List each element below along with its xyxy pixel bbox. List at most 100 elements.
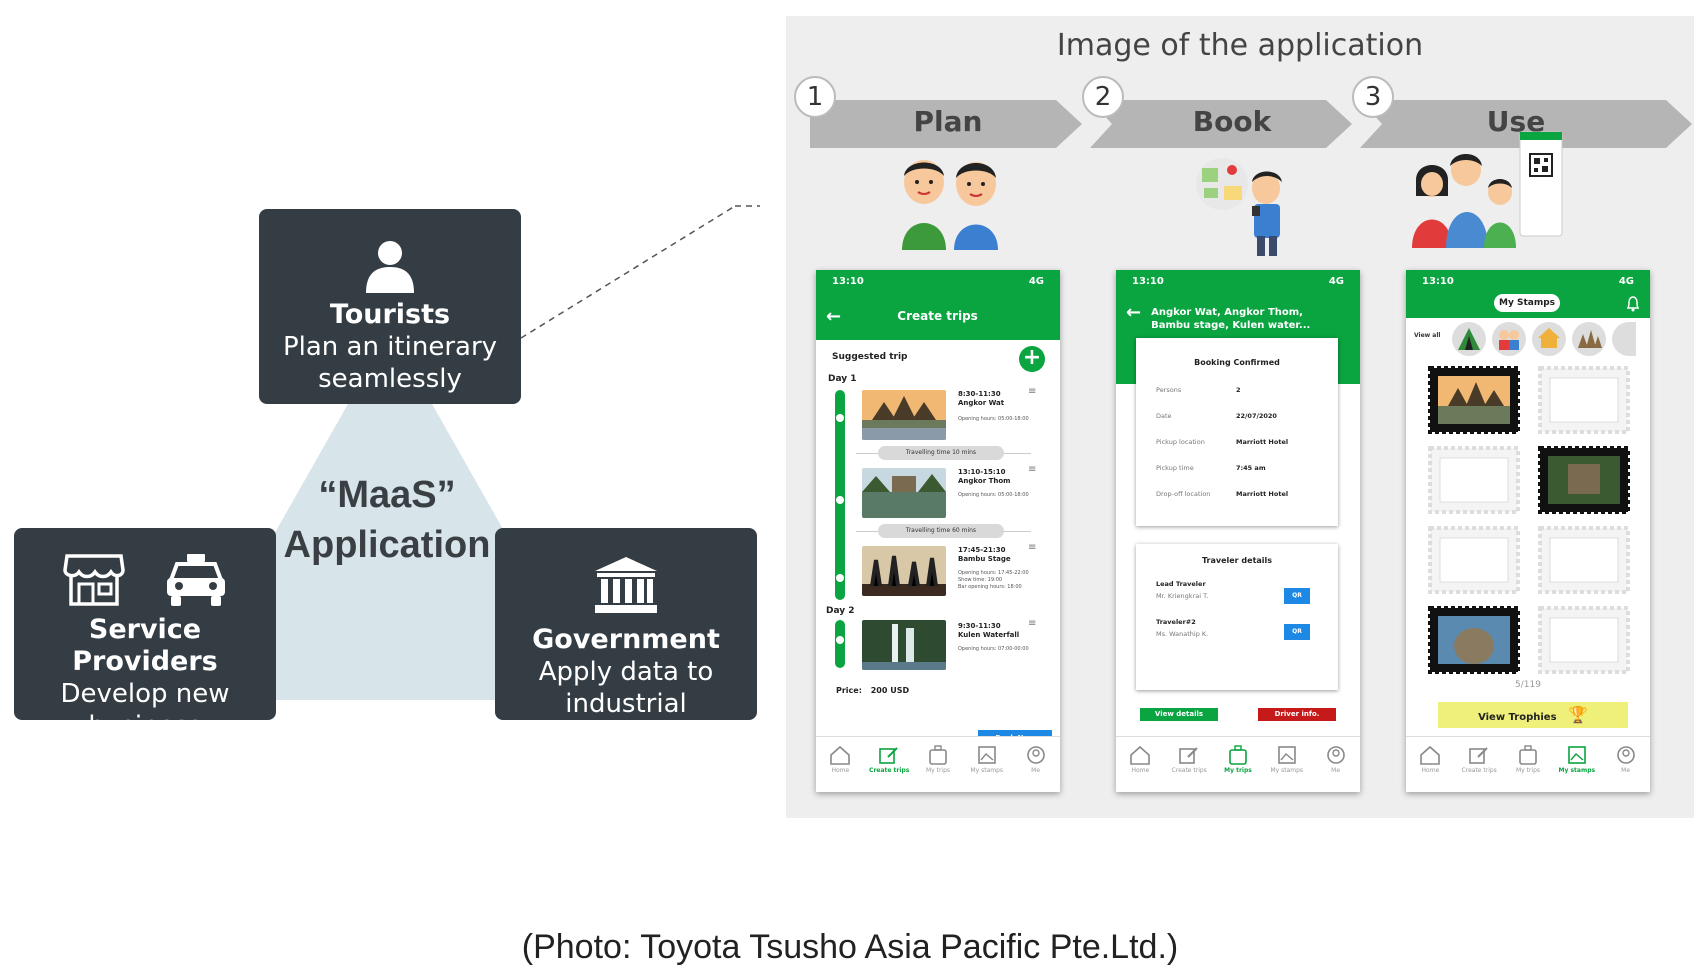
nav-home[interactable]: Home	[1408, 745, 1452, 774]
step-number-2: 2	[1082, 76, 1124, 118]
nav-label: My stamps	[1270, 767, 1304, 774]
nav-label: Me	[1621, 767, 1631, 774]
travel-time-pill: Travelling time 10 mins	[878, 446, 1004, 460]
trip-hours-line: Show time: 19:00	[958, 577, 1003, 583]
stamp-empty[interactable]	[1538, 606, 1630, 674]
family-illustration	[1412, 131, 1563, 248]
nav-my-trips[interactable]: My trips	[1216, 745, 1260, 774]
stamp-image-icon	[977, 746, 996, 764]
bottom-nav: Home Create trips My trips My stamps Me	[1406, 736, 1650, 792]
drag-handle-icon[interactable]: ≡	[1028, 618, 1037, 629]
category-ruins-icon[interactable]	[1572, 322, 1606, 356]
trip-hours-line: Bar opening hours: 18:00	[958, 584, 1022, 590]
stamp-empty[interactable]	[1428, 446, 1520, 514]
stamp-collected-angkor-wat[interactable]	[1428, 366, 1520, 434]
add-trip-button[interactable]: +	[1019, 346, 1045, 372]
status-bar: 13:10 4G	[1406, 270, 1650, 292]
status-signal: 4G	[1328, 275, 1344, 287]
view-details-button[interactable]: View details	[1140, 708, 1218, 721]
nav-home[interactable]: Home	[1118, 745, 1162, 774]
bottom-nav: Home Create trips My trips My stamps Me	[816, 736, 1060, 792]
trip-name: Angkor Wat	[958, 399, 1005, 407]
booking-key: Pickup time	[1156, 464, 1194, 472]
back-arrow-icon[interactable]: ←	[826, 305, 842, 327]
government-building-icon	[595, 557, 657, 613]
back-arrow-icon[interactable]: ←	[1126, 302, 1142, 323]
suitcase-icon	[1519, 745, 1537, 765]
qr-button[interactable]: QR	[1284, 588, 1310, 604]
header-title: Create trips	[897, 309, 978, 323]
panel-title: Image of the application	[1056, 28, 1424, 63]
booking-card: Booking Confirmed Persons 2 Date 22/07/2…	[1136, 338, 1338, 526]
category-tent-icon[interactable]	[1452, 322, 1486, 356]
stamp-image-icon	[1277, 746, 1296, 764]
nav-my-stamps[interactable]: My stamps	[1265, 745, 1309, 774]
stamp-image-icon	[1567, 746, 1586, 764]
nav-create-trips[interactable]: Create trips	[1167, 745, 1211, 774]
nav-label: Me	[1031, 767, 1041, 774]
nav-label: My trips	[1515, 767, 1541, 774]
nav-home[interactable]: Home	[818, 745, 862, 774]
qr-button[interactable]: QR	[1284, 624, 1310, 640]
trip-photo-angkor-thom	[862, 468, 946, 518]
nav-label: Home	[1131, 767, 1150, 774]
nav-label: My trips	[925, 767, 951, 774]
tourists-box: Tourists Plan an itinerary seamlessly	[259, 209, 521, 404]
timeline-dot	[836, 574, 844, 582]
category-people-icon[interactable]	[1492, 322, 1526, 356]
nav-me[interactable]: Me	[1314, 745, 1358, 774]
stamp-count: 5/119	[1515, 680, 1541, 690]
driver-info-button[interactable]: Driver info.	[1258, 708, 1336, 721]
nav-me[interactable]: Me	[1014, 745, 1058, 774]
trip-time: 8:30-11:30 Angkor Wat	[958, 390, 1004, 408]
trip-time-range: 13:10-15:10	[958, 468, 1006, 476]
nav-me[interactable]: Me	[1604, 745, 1648, 774]
nav-my-trips[interactable]: My trips	[1506, 745, 1550, 774]
nav-create-trips[interactable]: Create trips	[1457, 745, 1501, 774]
step-number-3: 3	[1352, 76, 1394, 118]
view-trophies-button[interactable]: View Trophies 🏆	[1438, 702, 1628, 728]
phone-booking: 13:10 4G ← Angkor Wat, Angkor Thom, Bamb…	[1116, 270, 1360, 792]
trip-time-range: 9:30-11:30	[958, 622, 1001, 630]
category-temple-icon[interactable]	[1532, 322, 1566, 356]
home-icon	[830, 745, 851, 765]
nav-create-trips[interactable]: Create trips	[867, 745, 911, 774]
stamp-collected-bayon[interactable]	[1428, 606, 1520, 674]
edit-icon	[879, 747, 898, 764]
map-person-illustration	[1196, 158, 1282, 256]
stamp-empty[interactable]	[1428, 526, 1520, 594]
stamp-empty[interactable]	[1538, 526, 1630, 594]
stamp-empty[interactable]	[1538, 366, 1630, 434]
lead-traveler-label: Lead Traveler	[1156, 580, 1206, 588]
booking-value: Marriott Hotel	[1236, 490, 1289, 498]
trip-time: 9:30-11:30 Kulen Waterfall	[958, 622, 1019, 640]
profile-icon	[1616, 746, 1635, 764]
nav-my-stamps[interactable]: My stamps	[1555, 745, 1599, 774]
status-signal: 4G	[1028, 275, 1044, 287]
drag-handle-icon[interactable]: ≡	[1028, 464, 1037, 475]
category-nature-icon[interactable]	[1612, 322, 1636, 356]
bell-icon[interactable]	[1626, 296, 1640, 312]
header-line2: Bambu stage, Kulen water...	[1151, 320, 1311, 331]
nav-my-stamps[interactable]: My stamps	[965, 745, 1009, 774]
maas-label-line2: Application	[283, 524, 491, 566]
step-number-1: 1	[794, 76, 836, 118]
status-bar: 13:10 4G	[816, 270, 1060, 292]
nav-my-trips[interactable]: My trips	[916, 745, 960, 774]
phone-create-trips: 13:10 4G ← Create trips Suggested trip +…	[816, 270, 1060, 792]
traveler2-label: Traveler#2	[1156, 618, 1196, 626]
two-people-illustration	[902, 160, 998, 250]
trip-hours: Opening hours: 17:45-22:00 Show time: 19…	[958, 570, 1029, 591]
edit-icon	[1179, 747, 1198, 764]
tourists-title: Tourists	[329, 299, 451, 330]
trip-photo-angkor-wat	[862, 390, 946, 440]
suitcase-icon	[929, 745, 947, 765]
trip-photo-kulen-waterfall	[862, 620, 946, 670]
nav-label: My stamps	[970, 767, 1004, 774]
nav-label: Create trips	[1461, 767, 1497, 774]
status-signal: 4G	[1618, 275, 1634, 287]
stamp-collected-angkor-thom[interactable]	[1538, 446, 1630, 514]
drag-handle-icon[interactable]: ≡	[1028, 386, 1037, 397]
view-all-link[interactable]: View all	[1414, 332, 1441, 339]
drag-handle-icon[interactable]: ≡	[1028, 542, 1037, 553]
